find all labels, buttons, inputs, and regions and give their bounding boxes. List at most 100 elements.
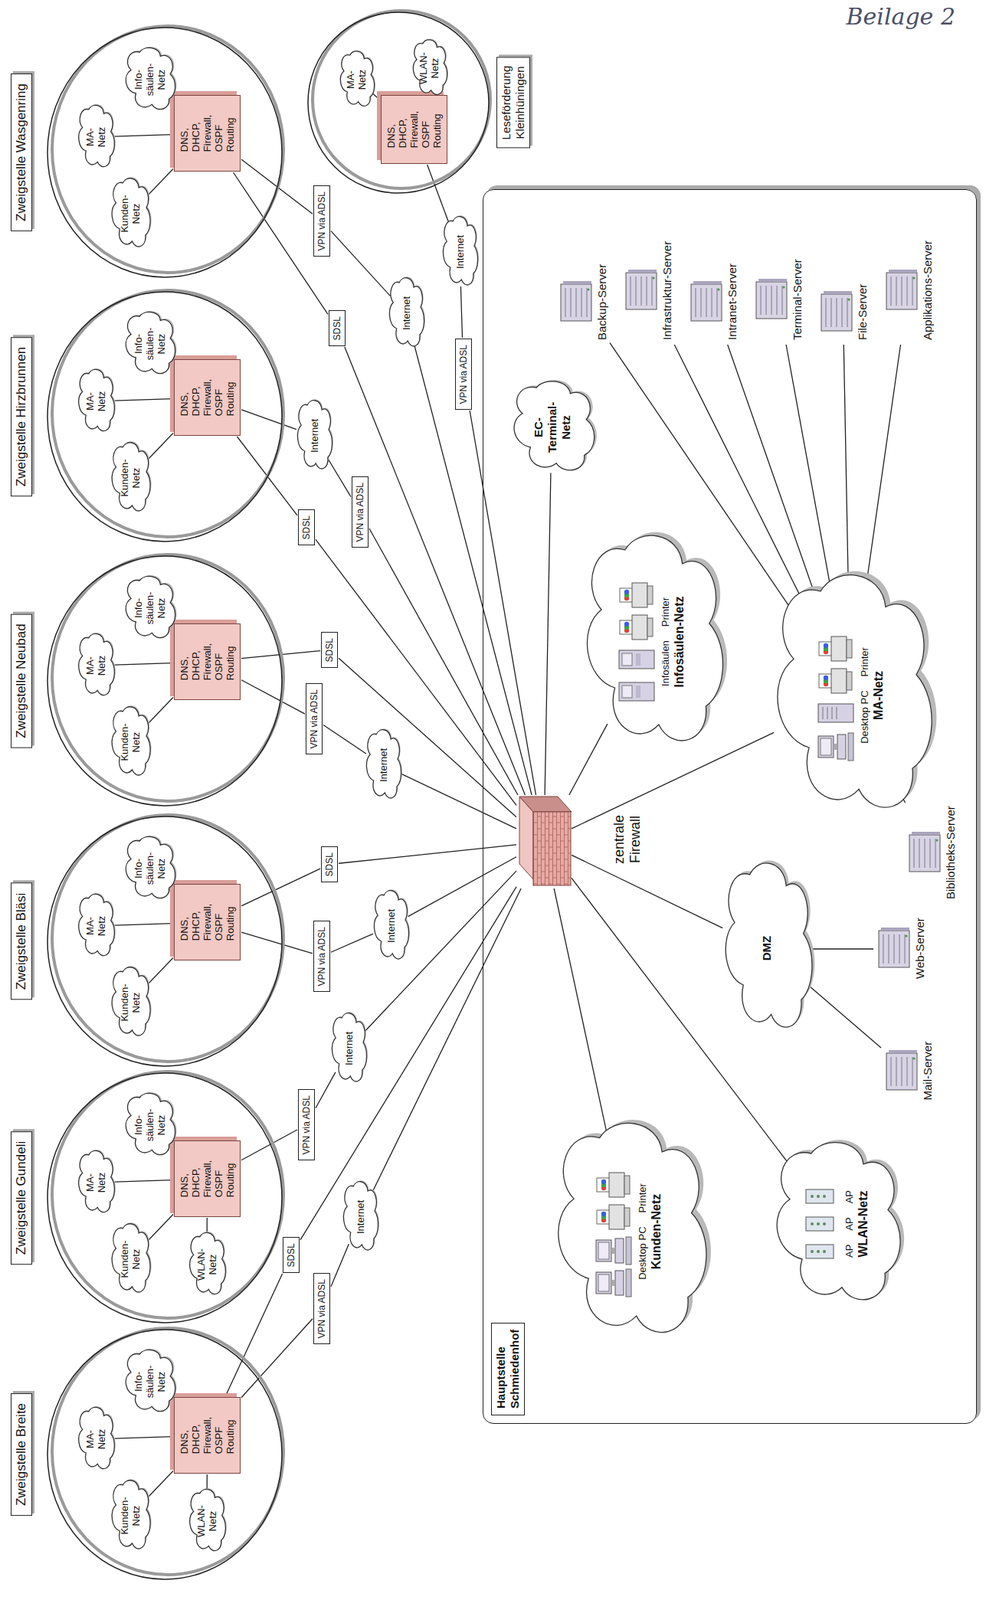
- router-firewall: DNS, DHCP, Firewall, OSPF Routing: [380, 94, 448, 164]
- connector-line: [147, 432, 174, 460]
- printer-body: [632, 615, 648, 640]
- network-text: Info- säulen- Netz: [132, 1365, 168, 1399]
- network-cloud: WLAN- Netz: [184, 1487, 230, 1556]
- connector-line: [315, 539, 517, 806]
- router-firewall: DNS, DHCP, Firewall, OSPF Routing: [173, 1140, 241, 1218]
- link-text: SDSL: [285, 1243, 297, 1268]
- network-cloud: APAPAPWLAN-Netz: [759, 1136, 913, 1313]
- drive-slot: [918, 838, 920, 869]
- drive-slot: [890, 276, 892, 306]
- cloud-shape: [567, 527, 737, 757]
- monitor: [596, 1240, 612, 1262]
- screen: [820, 738, 832, 756]
- keyboard: [848, 733, 854, 761]
- network-text: Info- säulen- Netz: [132, 1109, 168, 1143]
- cloud-outline: [78, 633, 115, 695]
- cloud-outline: [125, 576, 175, 638]
- network-text: Internet: [343, 1031, 355, 1066]
- network-cloud: Info- säulen- Netz: [118, 309, 181, 379]
- drive-slot: [895, 276, 897, 306]
- server-side: [888, 269, 918, 273]
- network-cloud: WLAN- Netz: [184, 1230, 230, 1300]
- network-cloud: Kunden- Netz: [106, 1477, 154, 1555]
- paper: [596, 1210, 610, 1225]
- drive-slot: [900, 276, 902, 306]
- server-case: [625, 272, 657, 310]
- network-cloud: Desktop PCPrinterKunden-Netz: [537, 1114, 721, 1350]
- network-text: Kunden- Netz: [118, 1240, 142, 1278]
- server-case: [886, 1053, 918, 1091]
- tray: [624, 1208, 630, 1227]
- server-side: [823, 291, 852, 295]
- server-case: [691, 284, 722, 322]
- printer-body: [632, 583, 648, 608]
- connector-line: [114, 1437, 174, 1440]
- handwritten-note: Beilage 2: [846, 3, 956, 30]
- connector-line: [553, 888, 607, 1132]
- cloud-outline: [189, 1489, 227, 1551]
- drive-slot: [929, 838, 931, 869]
- server-label: Backup-Server: [595, 264, 609, 341]
- network-text: WLAN- Netz: [195, 1505, 219, 1538]
- drive-slot: [887, 934, 889, 964]
- device-label: Desktop PC: [858, 690, 871, 744]
- server-case: [756, 281, 787, 319]
- network-cloud: MA- Netz: [73, 1405, 118, 1475]
- tray: [647, 618, 653, 637]
- server-label: Terminal-Server: [790, 258, 804, 341]
- server-side: [888, 1050, 918, 1054]
- device-labels: Desktop PCPrinter: [636, 1183, 649, 1281]
- access-point: [805, 1244, 834, 1259]
- network-cloud: Internet: [384, 275, 428, 352]
- site-shadow: [312, 10, 491, 189]
- server-label: Web-Server: [913, 917, 927, 980]
- network-text: MA- Netz: [84, 1172, 108, 1194]
- led: [651, 277, 655, 280]
- connector-line: [241, 680, 305, 715]
- network-text: Info- säulen- Netz: [132, 63, 168, 97]
- server: Web-Server: [874, 914, 928, 983]
- print-color: [624, 589, 629, 595]
- link-box: VPN via ADSL: [351, 476, 369, 548]
- drive-slot: [569, 288, 571, 318]
- cloud-outline: [125, 1349, 175, 1412]
- led: [586, 288, 590, 292]
- device-icons: [801, 1180, 842, 1268]
- network-cloud: Info- säulen- Netz: [118, 834, 181, 904]
- server-side: [563, 281, 592, 285]
- connector-line: [147, 168, 174, 196]
- network-text: Kunden- Netz: [118, 1497, 142, 1535]
- cloud-outline: [297, 400, 332, 469]
- network-title: MA-Netz: [871, 671, 886, 721]
- kiosk-screen: [622, 653, 633, 666]
- network-text: Info- säulen- Netz: [132, 852, 168, 886]
- connector-line: [866, 344, 901, 582]
- router-text: DNS, DHCP, Firewall, OSPF Routing: [178, 904, 236, 941]
- drive-slot: [710, 288, 712, 318]
- router-text: DNS, DHCP, Firewall, OSPF Routing: [178, 1160, 236, 1198]
- firewall-icon: [517, 795, 572, 888]
- connector-line: [806, 984, 882, 1049]
- link-text: VPN via ADSL: [458, 344, 469, 404]
- router-firewall: DNS, DHCP, Firewall, OSPF Routing: [173, 94, 241, 172]
- led: [782, 285, 785, 289]
- drive-slot: [911, 276, 913, 306]
- server: File-Server: [817, 281, 871, 344]
- link-box: VPN via ADSL: [313, 920, 331, 993]
- drive-slot: [913, 838, 914, 869]
- pc-case: [837, 734, 846, 760]
- connector-line: [225, 1274, 282, 1397]
- drive-slot: [841, 298, 842, 328]
- network-text: Internet: [454, 235, 466, 269]
- link-text: VPN via ADSL: [308, 689, 320, 749]
- network-text: Kunden- Netz: [118, 723, 142, 761]
- slot: [827, 707, 829, 720]
- drive-slot: [895, 1057, 897, 1087]
- link-box: SDSL: [328, 310, 346, 347]
- firewall-label: zentrale Firewall: [611, 815, 644, 865]
- drive-slot: [825, 298, 826, 328]
- router-text: DNS, DHCP, Firewall, OSPF Routing: [385, 111, 443, 148]
- link-text: SDSL: [301, 515, 312, 540]
- led: [912, 276, 915, 279]
- site-title: Zweigstelle Neubad: [10, 613, 33, 748]
